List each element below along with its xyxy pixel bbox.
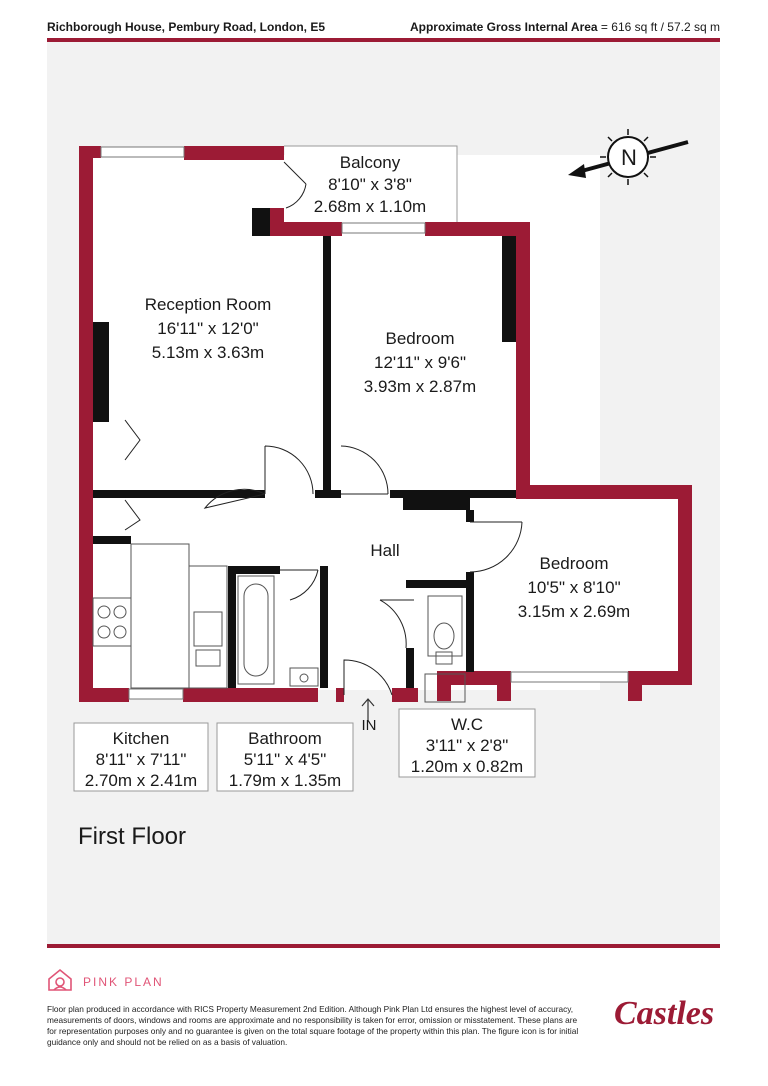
castles-logo-text: Castles [614,995,714,1032]
entrance-label: IN [362,717,377,734]
door-kitchen-hall [203,488,266,509]
basin [289,667,319,687]
bedroom2-name: Bedroom [540,554,609,573]
door-reception [264,445,314,495]
door-balcony [283,161,307,185]
floor-label: First Floor [78,823,186,850]
pink-plan-logo-icon [48,968,72,991]
header: Richborough House, Pembury Road, London,… [47,18,720,40]
compass-north-label: N [621,145,637,170]
wc-name: W.C [451,715,483,734]
kitchen-imperial: 8'11" x 7'11" [96,750,187,769]
wc-basin [424,673,466,703]
door-bathroom [280,569,319,601]
toilet [433,622,455,650]
header-rule [47,38,720,42]
wc-metric: 1.20m x 0.82m [411,757,523,776]
kitchen-fittings [92,543,228,689]
castles-logo: Castles [614,995,714,1032]
kitchen-name: Kitchen [113,729,170,748]
windows [100,146,629,700]
wc-imperial: 3'11" x 2'8" [426,736,509,755]
disclaimer: Floor plan produced in accordance with R… [47,1004,579,1047]
kitchen-sink [193,611,223,647]
compass-icon [568,129,689,185]
bedroom1-metric: 3.93m x 2.87m [364,377,476,396]
door-bedroom2 [469,521,523,573]
label-boxes [73,708,536,792]
bedroom-floor [470,490,682,675]
balcony-outline [284,145,458,222]
bathroom-fittings [237,575,319,687]
bathroom-metric: 1.79m x 1.35m [229,771,341,790]
bathroom-imperial: 5'11" x 4'5" [244,750,327,769]
door-cupboard [124,419,141,531]
doors [124,161,523,696]
door-bedroom1 [340,445,389,495]
footer-rule [47,944,720,948]
door-entrance [343,659,393,696]
gross-internal-area: Approximate Gross Internal Area = 616 sq… [410,20,720,34]
bedroom2-metric: 3.15m x 2.69m [518,602,630,621]
balcony-name: Balcony [340,153,401,172]
balcony-floor [285,146,457,222]
property-address: Richborough House, Pembury Road, London,… [47,20,326,34]
reception-imperial: 16'11" x 12'0" [157,319,258,338]
area-value: = 616 sq ft / 57.2 sq m [597,20,720,34]
balcony-imperial: 8'10" x 3'8" [328,175,412,194]
area-label: Approximate Gross Internal Area [409,20,598,34]
hall-name: Hall [370,541,399,560]
room-labels: Reception Room 16'11" x 12'0" 5.13m x 3.… [85,145,637,790]
reception-name: Reception Room [145,295,272,314]
bathtub [237,575,275,685]
pink-plan-name: PINK PLAN [83,975,164,989]
door-wc [379,599,414,649]
reception-metric: 5.13m x 3.63m [152,343,264,362]
bedroom1-imperial: 12'11" x 9'6" [374,353,466,372]
wc-fittings [424,595,466,703]
entrance-arrow-icon [361,698,375,720]
bedroom1-name: Bedroom [386,329,455,348]
kitchen-metric: 2.70m x 2.41m [85,771,197,790]
exterior-walls [79,146,692,702]
bedroom2-imperial: 10'5" x 8'10" [527,578,620,597]
balcony-metric: 2.68m x 1.10m [314,197,426,216]
interior-walls [93,208,516,688]
room-floors [90,146,682,690]
bathroom-name: Bathroom [248,729,322,748]
